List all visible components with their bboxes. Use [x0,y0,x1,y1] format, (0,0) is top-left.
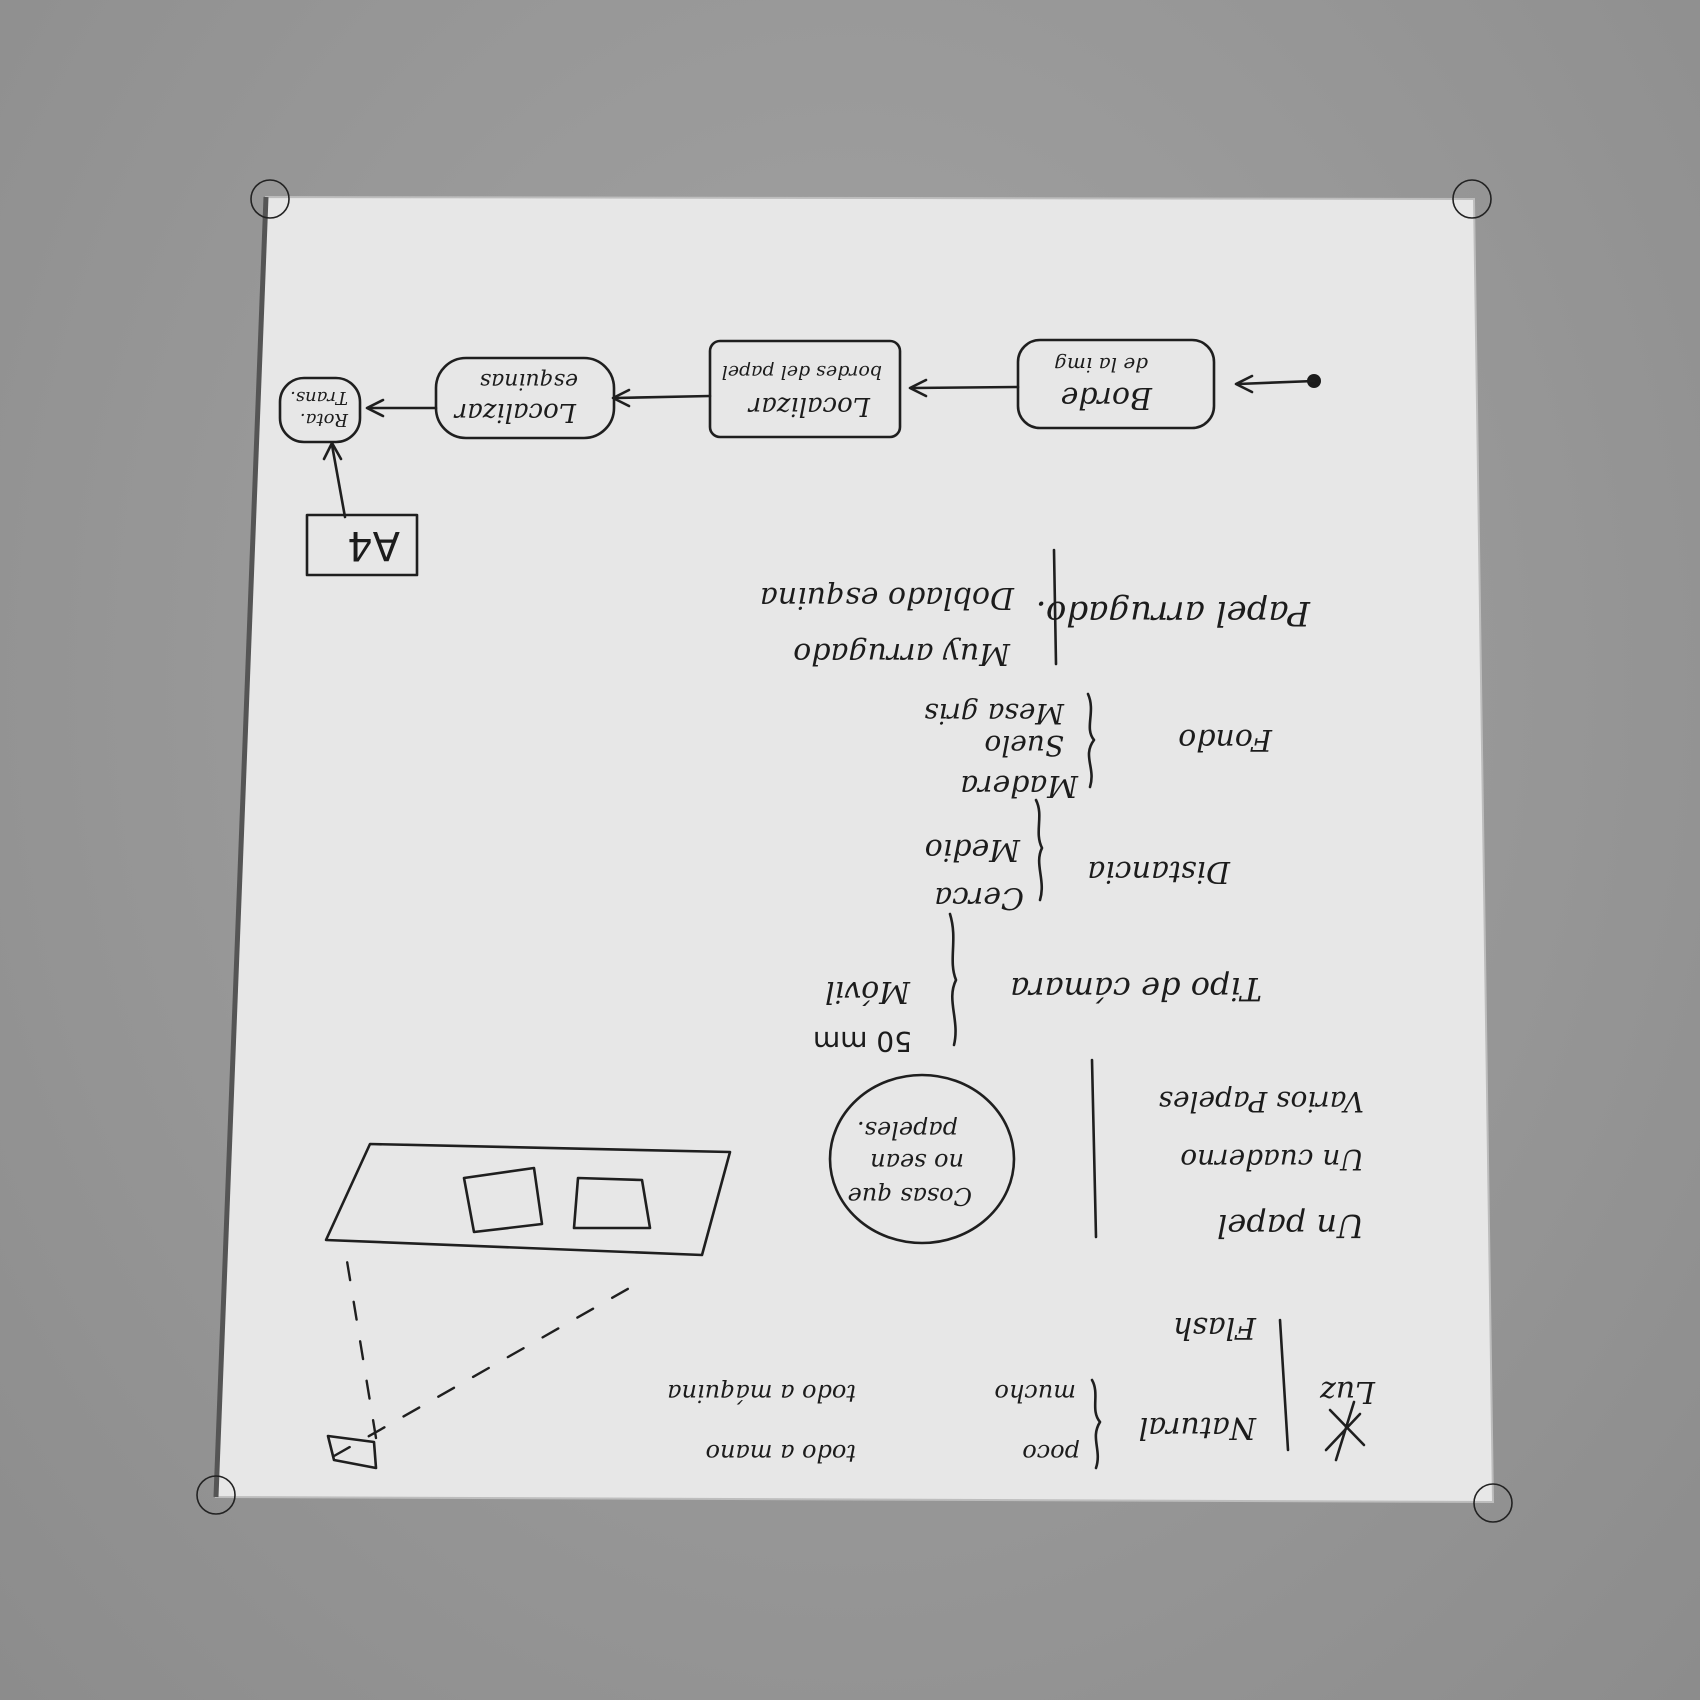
crossed-mark [1324,1400,1366,1462]
note-circle-line3: papeles. [857,1116,958,1144]
flow-box-rota-label: Rota. [300,409,349,430]
note-movil: Móvil [825,974,911,1009]
note-fondo: Fondo [1178,722,1273,757]
table-paper-1 [572,1176,652,1230]
camera-sketch [326,1434,378,1470]
flow-box-localizar-bordes [708,339,902,439]
flow-box-localizar-bordes-sub: bordes del papel [722,361,882,383]
note-varios: Varios Papeles [1159,1085,1364,1118]
flow-box-rota-trans [278,376,362,444]
note-madera: Madera [960,768,1079,803]
note-tipo-camara: Tipo de cámara [1010,970,1262,1008]
note-circle-line1: Cosas que [848,1182,972,1210]
note-suelo: Suelo [984,729,1064,762]
note-doblado: Doblado esquina [760,580,1015,615]
note-circle [828,1073,1016,1245]
note-luz: Luz [1320,1374,1376,1409]
table-sketch [324,1142,732,1257]
a4-label: A4 [347,522,400,568]
flow-box-localizar-bordes-label: Localizar [747,391,871,421]
note-todo-mano: todo a mano [706,1439,856,1467]
flow-box-borde-label: Borde [1061,380,1153,415]
crop-handle-top-left[interactable] [250,179,290,219]
table-paper-2 [462,1166,544,1234]
paper-shadow-edge [213,196,269,1498]
note-flash: Flash [1173,1310,1257,1345]
flow-box-localizar-esquinas [434,356,616,440]
note-papel-arrugado: Papel arrugado. [1036,593,1311,633]
crop-handle-bottom-left[interactable] [196,1475,236,1515]
crop-handle-bottom-right[interactable] [1473,1483,1513,1523]
note-un-papel: Un papel [1217,1207,1364,1245]
crop-handle-top-right[interactable] [1452,179,1492,219]
flow-box-borde [1016,338,1216,430]
note-todo-maquina: todo a máquina [667,1379,856,1407]
note-un-cuaderno: Un cuaderno [1180,1143,1364,1176]
flow-box-trans-label: Trans. [290,387,348,408]
a4-box [305,513,419,577]
note-50mm: 50 mm [813,1025,912,1058]
note-muy-arrugado: Muy arrugado [793,636,1011,671]
note-distancia: Distancia [1087,854,1231,889]
note-medio: Medio [925,832,1021,867]
note-poco: poco [1022,1439,1080,1467]
note-cerca: Cerca [934,880,1024,915]
note-natural: Natural [1139,1410,1257,1445]
note-circle-line2: no sean [870,1148,964,1176]
flow-box-borde-sub: de la img [1054,353,1148,377]
note-mucho: mucho [994,1379,1076,1407]
flow-box-localizar-esquinas-label: Localizar [453,397,577,427]
note-mesa: Mesa gris [924,697,1065,730]
flow-box-localizar-esquinas-sub: esquinas [480,368,578,393]
